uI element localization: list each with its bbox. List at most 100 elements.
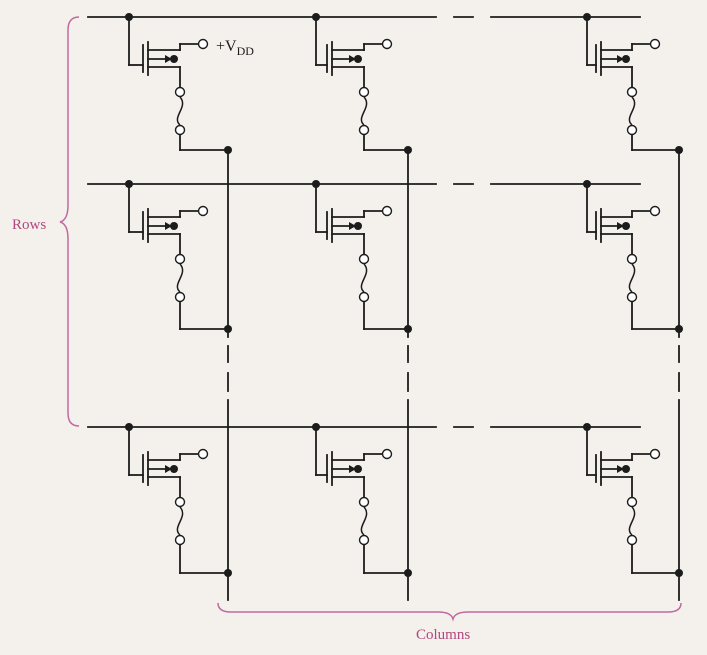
arrow-icon (165, 55, 172, 63)
fuse-link (176, 263, 184, 293)
memory-cell (583, 423, 683, 577)
fuse-terminal (358, 124, 370, 136)
fuse-icon (358, 476, 370, 574)
fuse-terminal (174, 496, 186, 508)
fuse-terminal (174, 86, 186, 98)
vdd-terminal (649, 205, 661, 217)
column-junction-dot (404, 146, 412, 154)
fuse-terminal (626, 253, 638, 265)
fuse-terminal (626, 86, 638, 98)
vdd-terminal (381, 448, 393, 460)
vdd-terminal (649, 448, 661, 460)
column-junction-dot (224, 146, 232, 154)
arrow-icon (349, 465, 356, 473)
fuse-terminal (358, 496, 370, 508)
arrow-icon (349, 222, 356, 230)
fuse-terminal (626, 124, 638, 136)
rows-brace (59, 16, 80, 427)
memory-cell (583, 13, 683, 154)
memory-cell (312, 13, 412, 154)
body-dot (622, 465, 630, 473)
body-dot (622, 55, 630, 63)
fuse-icon (626, 476, 638, 574)
fuse-icon (174, 66, 186, 151)
fuse-link (360, 263, 368, 293)
fuse-terminal (358, 534, 370, 546)
memory-cell (125, 180, 232, 333)
arrow-icon (617, 222, 624, 230)
fuse-link (628, 96, 636, 126)
column-junction-dot (224, 569, 232, 577)
fuse-terminal (174, 534, 186, 546)
fuse-link (628, 263, 636, 293)
fuse-icon (626, 233, 638, 330)
memory-cell (125, 423, 232, 577)
transistor-icon (583, 423, 661, 486)
column-junction-dot (404, 569, 412, 577)
columns-label: Columns (416, 627, 470, 643)
column-lines (227, 149, 680, 601)
transistor-icon (312, 13, 393, 76)
fuse-terminal (174, 124, 186, 136)
fuse-terminal (358, 291, 370, 303)
columns-brace (217, 602, 682, 622)
column-junction-dot (675, 325, 683, 333)
vdd-terminal (381, 38, 393, 50)
transistor-icon (583, 180, 661, 243)
fuse-terminal (174, 253, 186, 265)
fuse-icon (174, 476, 186, 574)
fuse-link (176, 506, 184, 536)
transistor-icon (312, 180, 393, 243)
fuse-link (628, 506, 636, 536)
memory-cells (125, 13, 683, 577)
transistor-icon (312, 423, 393, 486)
memory-cell (583, 180, 683, 333)
arrow-icon (165, 465, 172, 473)
fuse-terminal (358, 86, 370, 98)
fuse-terminal (626, 291, 638, 303)
vdd-terminal (197, 38, 209, 50)
fuse-icon (358, 233, 370, 330)
fuse-terminal (358, 253, 370, 265)
transistor-icon (125, 13, 209, 76)
arrow-icon (617, 55, 624, 63)
column-junction-dot (675, 569, 683, 577)
column-junction-dot (224, 325, 232, 333)
transistor-icon (125, 423, 209, 486)
arrow-icon (165, 222, 172, 230)
memory-cell (125, 13, 232, 154)
transistor-icon (125, 180, 209, 243)
column-junction-dot (404, 325, 412, 333)
body-dot (170, 55, 178, 63)
fuse-icon (626, 66, 638, 151)
body-dot (354, 55, 362, 63)
body-dot (170, 222, 178, 230)
memory-cell (312, 423, 412, 577)
vdd-terminal (197, 205, 209, 217)
rows-label: Rows (12, 217, 46, 233)
fuse-link (360, 96, 368, 126)
column-junction-dot (675, 146, 683, 154)
vdd-terminal (381, 205, 393, 217)
fuse-link (360, 506, 368, 536)
arrow-icon (349, 55, 356, 63)
fuse-icon (174, 233, 186, 330)
fuse-terminal (626, 496, 638, 508)
body-dot (354, 465, 362, 473)
fuse-terminal (174, 291, 186, 303)
fuse-terminal (626, 534, 638, 546)
transistor-icon (583, 13, 661, 76)
fuse-icon (358, 66, 370, 151)
vdd-terminal (649, 38, 661, 50)
memory-cell (312, 180, 412, 333)
arrow-icon (617, 465, 624, 473)
body-dot (354, 222, 362, 230)
body-dot (170, 465, 178, 473)
vdd-terminal (197, 448, 209, 460)
fuse-link (176, 96, 184, 126)
vdd-label: +VDD (216, 38, 254, 58)
body-dot (622, 222, 630, 230)
row-lines (87, 16, 641, 428)
